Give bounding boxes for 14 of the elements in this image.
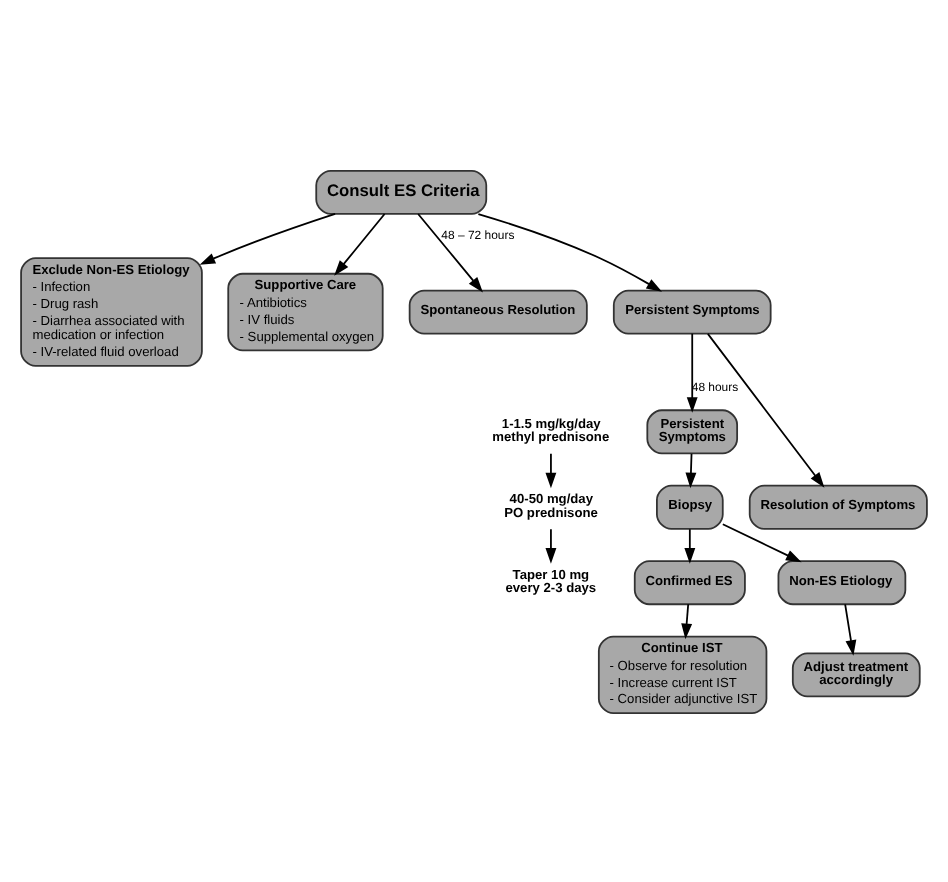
arrow [334,212,386,275]
arrow [545,451,557,488]
arrow [844,602,857,655]
arrow [685,451,697,488]
arrow [721,522,802,562]
arrow [686,331,698,412]
node-box: Consult ES Criteria [315,168,488,214]
arrow [417,212,483,292]
arrow [545,527,557,563]
arrow [199,212,337,264]
arrow [684,527,696,563]
arrow [706,332,825,487]
arrow [477,212,663,291]
arrow [681,602,693,639]
